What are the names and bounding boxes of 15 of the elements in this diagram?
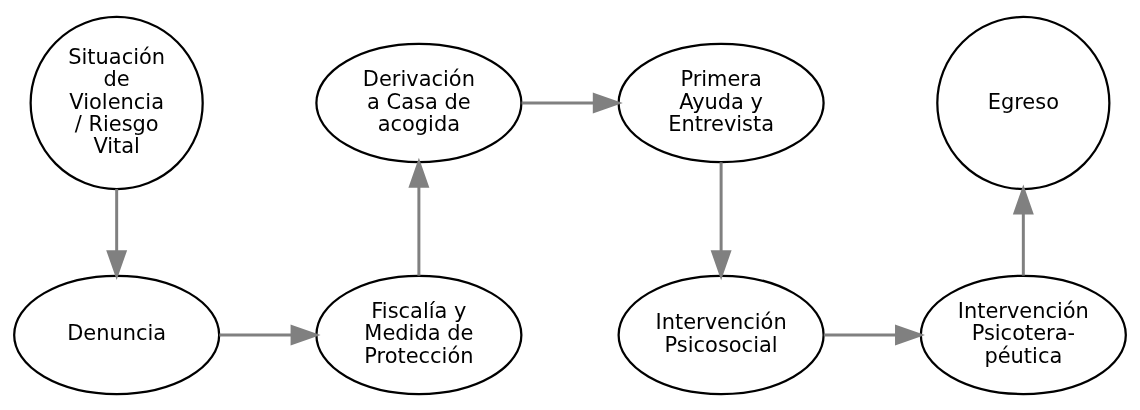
node-ellipse: Denuncia [13,274,221,395]
arrow [1012,184,1034,276]
arrow [408,157,430,276]
node-ellipse: Derivación a Casa de acogida [315,42,523,163]
node-ellipse: Primera Ayuda y Entrevista [617,42,825,163]
node-circle: Situación de Violencia / Riesgo Vital [29,15,204,190]
arrow [219,323,321,345]
node-ellipse: Intervención Psicotera- péutica [919,274,1127,395]
node-ellipse: Fiscalía y Medida de Protección [315,274,523,395]
arrow [710,161,732,280]
arrow [823,323,925,345]
arrow [106,188,128,280]
arrow [521,92,623,113]
node-ellipse: Intervención Psicosocial [617,274,825,395]
node-circle: Egreso [936,15,1111,190]
